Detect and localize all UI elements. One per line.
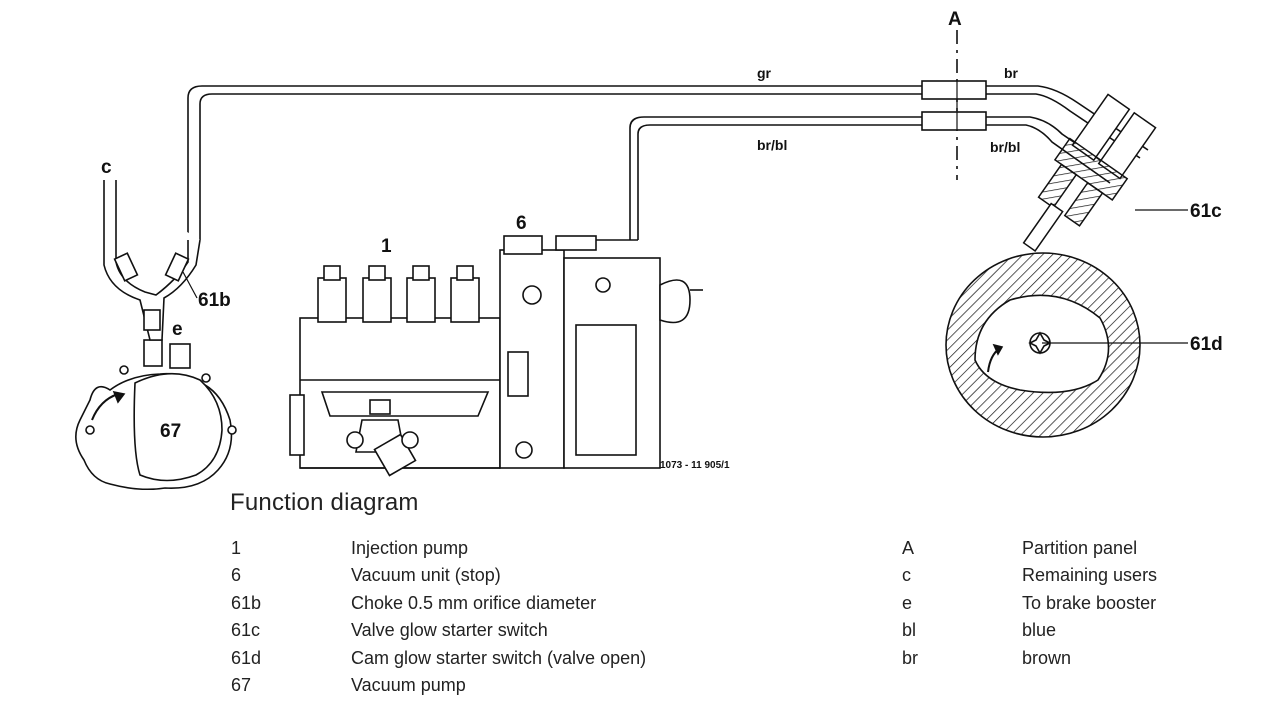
label-e: e (172, 319, 183, 340)
diagram-title: Function diagram (230, 489, 419, 516)
choke-y-connector (103, 180, 201, 341)
legend-code: A (902, 538, 915, 558)
legend-code: 61b (231, 592, 262, 613)
label-61c: 61c (1190, 201, 1222, 222)
label-A: A (948, 9, 962, 30)
legend-description: Valve glow starter switch (351, 620, 548, 641)
label-c: c (101, 157, 112, 178)
label-br-bl-right: br/bl (990, 139, 1020, 155)
partition-panel (921, 30, 987, 180)
legend-description: Injection pump (351, 538, 469, 558)
legend-description: Vacuum pump (351, 674, 466, 695)
grommet-lower (921, 111, 987, 131)
label-6: 6 (516, 213, 527, 234)
legend-description: brown (1022, 647, 1072, 668)
vacuum-line-gr (187, 85, 1149, 240)
legend-code: 61d (231, 647, 262, 668)
legend-description: Vacuum unit (stop) (351, 565, 501, 586)
function-diagram: A gr br br/bl br/bl c 61b e 67 1 6 61c 6… (75, 9, 1223, 490)
legend-code: 1 (231, 538, 242, 558)
legend-description: blue (1022, 620, 1057, 641)
legend-description: Partition panel (1022, 538, 1138, 558)
legend-code: c (902, 565, 911, 586)
legend-code: bl (902, 620, 917, 641)
legend-code: br (902, 647, 919, 668)
legend-code: 6 (231, 565, 242, 586)
label-1: 1 (381, 236, 392, 257)
label-gr: gr (757, 65, 772, 81)
label-61d: 61d (1190, 334, 1223, 355)
grommet-upper (921, 80, 987, 100)
vacuum-line-br-bl (556, 116, 1123, 241)
legend-code: 67 (231, 674, 252, 695)
leader-lines (182, 209, 1188, 344)
injection-pump (289, 249, 703, 477)
legend-description: To brake booster (1022, 592, 1157, 613)
vacuum-pump (75, 339, 237, 490)
label-br-bl-left: br/bl (757, 137, 787, 153)
label-61b: 61b (198, 290, 231, 311)
valve-glow-starter-switch (1022, 93, 1157, 252)
vacuum-unit-stop (503, 235, 597, 255)
legend-description: Cam glow starter switch (valve open) (351, 647, 647, 668)
legend-code: 61c (231, 620, 261, 641)
label-br: br (1004, 65, 1019, 81)
reference-number: 1073 - 11 905/1 (660, 460, 730, 471)
legend-description: Choke 0.5 mm orifice diameter (351, 592, 597, 613)
legend-description: Remaining users (1022, 565, 1158, 586)
cam-glow-starter-switch (945, 252, 1141, 438)
diagram-labels: A gr br br/bl br/bl c 61b e 67 1 6 61c 6… (101, 9, 1223, 471)
legend-code: e (902, 592, 913, 613)
label-67: 67 (160, 421, 181, 442)
